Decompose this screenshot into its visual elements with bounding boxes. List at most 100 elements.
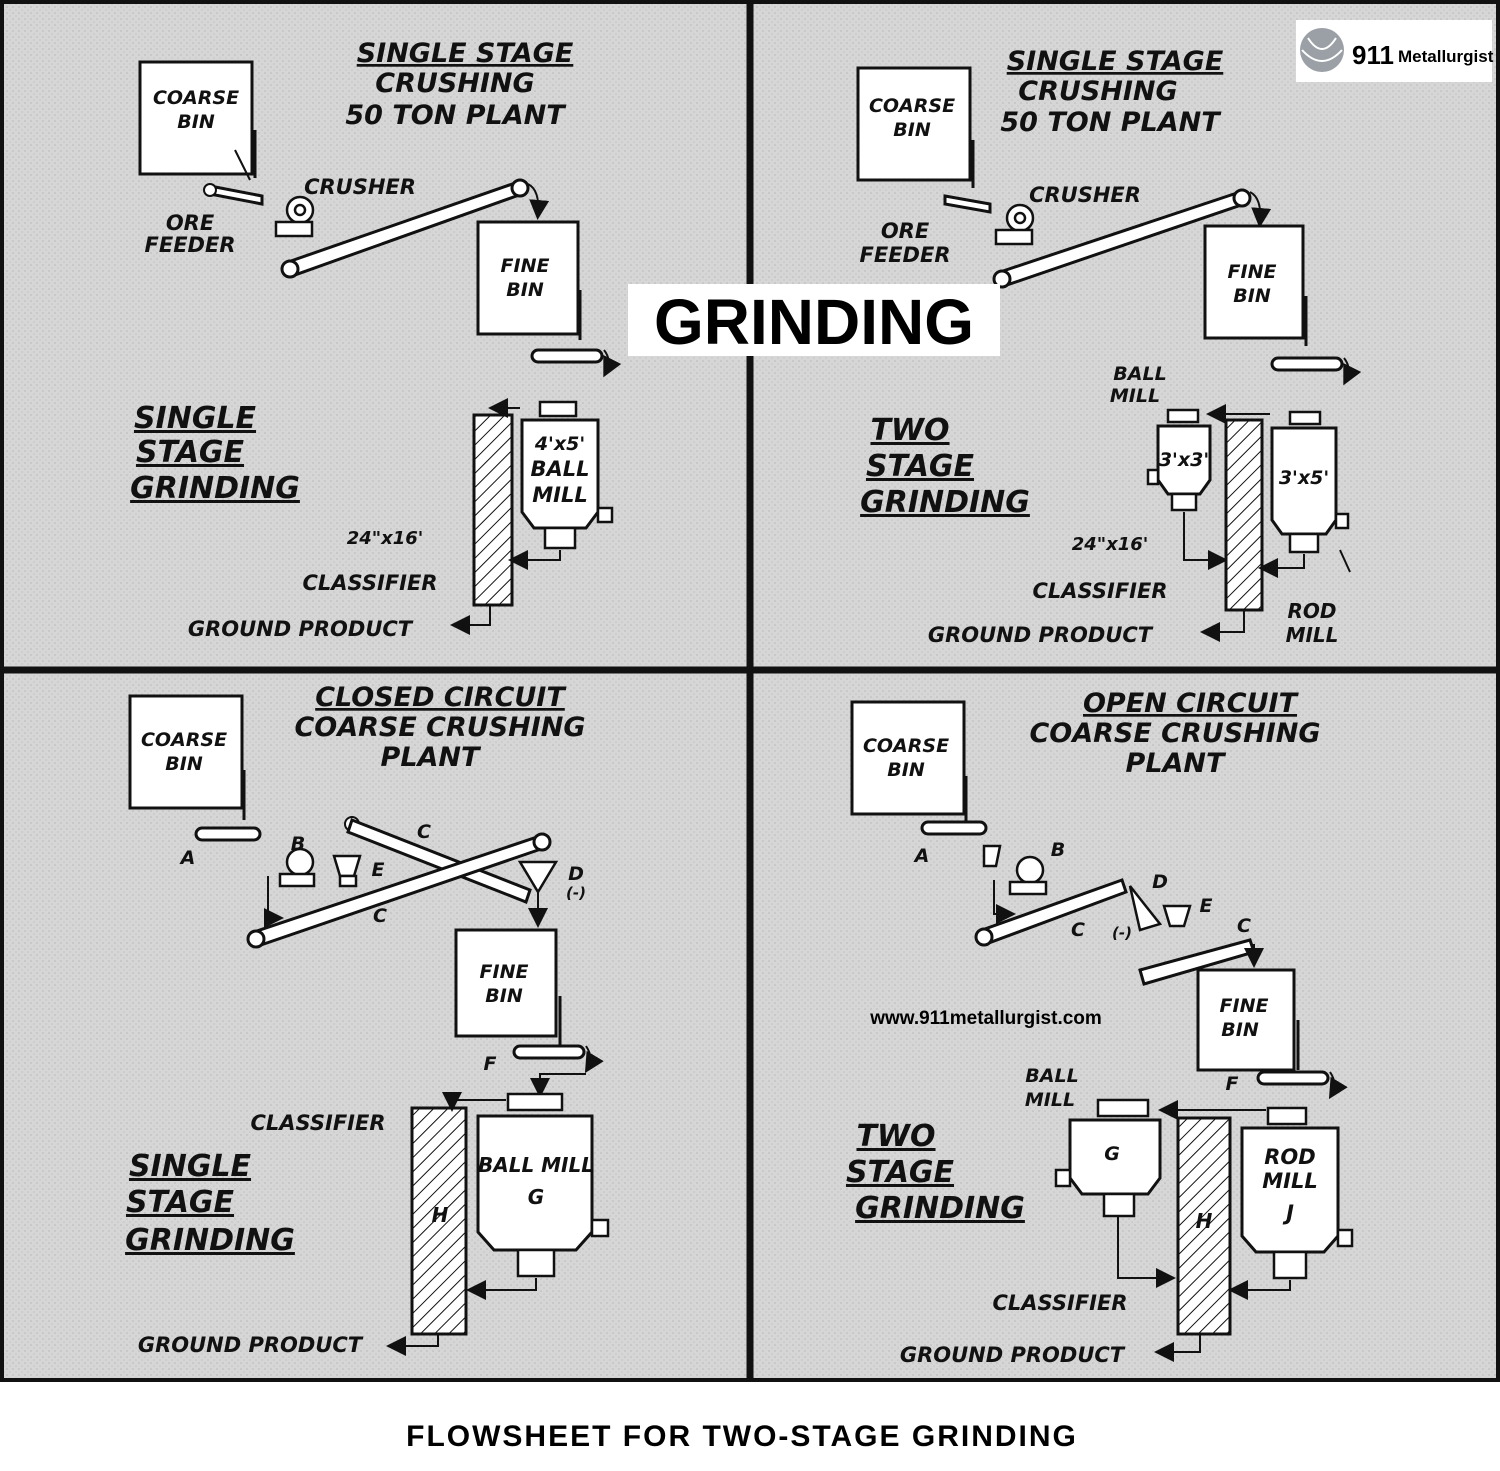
crusher: CRUSHER <box>274 175 416 238</box>
svg-text:CLASSIFIER: CLASSIFIER <box>1032 579 1167 603</box>
website: www.911metallurgist.com <box>869 1008 1102 1029</box>
svg-text:50 TON PLANT: 50 TON PLANT <box>1000 107 1222 138</box>
svg-text:SINGLE: SINGLE <box>129 1149 252 1184</box>
svg-text:SINGLE STAGE: SINGLE STAGE <box>357 38 574 69</box>
svg-text:BIN: BIN <box>177 111 215 133</box>
svg-text:TWO: TWO <box>856 1119 935 1154</box>
svg-text:4'x5': 4'x5' <box>534 433 585 455</box>
svg-text:Metallurgist: Metallurgist <box>1398 47 1494 66</box>
svg-text:GROUND PRODUCT: GROUND PRODUCT <box>928 623 1154 647</box>
grinding-title: TWO STAGE GRINDING <box>860 413 1030 520</box>
svg-text:www.911metallurgist.com: www.911metallurgist.com <box>869 1008 1102 1029</box>
svg-text:3'x3': 3'x3' <box>1159 449 1209 471</box>
svg-text:B: B <box>291 833 305 855</box>
ball-mill-label: BALL MILL <box>1025 1065 1079 1111</box>
conveyor-belt <box>992 188 1272 289</box>
svg-text:COARSE: COARSE <box>141 729 227 751</box>
svg-text:FINE: FINE <box>480 961 529 983</box>
ball-mill-label: BALL MILL <box>1110 363 1167 407</box>
svg-text:MILL: MILL <box>532 483 587 507</box>
svg-text:MILL: MILL <box>1025 1089 1075 1111</box>
svg-text:CRUSHING: CRUSHING <box>375 68 534 99</box>
classifier: 24"x16' CLASSIFIER GROUND PRODUCT <box>928 418 1264 647</box>
svg-text:BALL: BALL <box>1025 1065 1078 1087</box>
svg-text:BIN: BIN <box>506 279 544 301</box>
svg-text:BALL: BALL <box>530 457 589 481</box>
svg-text:FLOWSHEET FOR TWO-STAGE GRINDI: FLOWSHEET FOR TWO-STAGE GRINDING <box>406 1420 1078 1453</box>
svg-text:GROUND PRODUCT: GROUND PRODUCT <box>188 617 414 641</box>
svg-text:BIN: BIN <box>485 985 523 1007</box>
svg-text:D: D <box>1152 871 1168 893</box>
svg-text:GRINDING: GRINDING <box>654 286 974 358</box>
svg-text:GROUND PRODUCT: GROUND PRODUCT <box>900 1343 1126 1367</box>
svg-text:C: C <box>1237 915 1251 937</box>
svg-text:ROD: ROD <box>1287 599 1336 623</box>
svg-text:F: F <box>484 1053 497 1075</box>
ore-feeder: ORE FEEDER <box>145 183 264 257</box>
svg-text:GROUND PRODUCT: GROUND PRODUCT <box>138 1333 364 1357</box>
coarse-bin: COARSE BIN <box>856 66 975 188</box>
svg-text:G: G <box>1104 1143 1120 1165</box>
svg-text:BIN: BIN <box>165 753 203 775</box>
figure-caption: FLOWSHEET FOR TWO-STAGE GRINDING <box>406 1420 1078 1453</box>
panel-top-right: 911 Metallurgist SINGLE STAGE CRUSHING 5… <box>856 20 1494 647</box>
svg-text:24"x16': 24"x16' <box>347 528 424 549</box>
fine-bin: FINE BIN <box>1203 224 1362 386</box>
svg-text:FEEDER: FEEDER <box>860 243 951 267</box>
svg-text:E: E <box>1200 895 1213 917</box>
coarse-bin: COARSE BIN A <box>128 694 262 869</box>
plant-title: CLOSED CIRCUIT COARSE CRUSHING PLANT <box>294 682 585 773</box>
conveyors: C D (-) E C <box>974 871 1264 986</box>
svg-text:F: F <box>1226 1073 1239 1095</box>
ball-mill: BALL MILL G <box>442 1092 610 1300</box>
svg-text:(-): (-) <box>566 884 586 902</box>
svg-text:ORE: ORE <box>881 219 930 243</box>
svg-text:911: 911 <box>1352 40 1394 70</box>
svg-text:STAGE: STAGE <box>866 449 975 484</box>
svg-text:B: B <box>1051 839 1065 861</box>
classifier: 24"x16' CLASSIFIER GROUND PRODUCT <box>188 413 514 641</box>
ball-mill: 3'x3' <box>1146 408 1228 570</box>
svg-text:C: C <box>1071 919 1085 941</box>
grinding-title: TWO STAGE GRINDING <box>846 1119 1025 1226</box>
svg-text:PLANT: PLANT <box>381 742 482 773</box>
svg-text:OPEN CIRCUIT: OPEN CIRCUIT <box>1083 688 1300 719</box>
ball-mill: G <box>1054 1098 1176 1288</box>
rod-mill: ROD MILL J <box>1158 1100 1354 1300</box>
svg-text:CLOSED CIRCUIT: CLOSED CIRCUIT <box>315 682 567 713</box>
svg-text:COARSE: COARSE <box>863 735 949 757</box>
svg-text:MILL: MILL <box>1262 1169 1317 1193</box>
plant-title: SINGLE STAGE CRUSHING 50 TON PLANT <box>345 38 573 131</box>
svg-text:CRUSHER: CRUSHER <box>304 175 416 199</box>
center-title: GRINDING <box>628 284 1000 358</box>
fine-bin: FINE BIN F <box>454 928 604 1098</box>
svg-text:ROD: ROD <box>1264 1145 1315 1169</box>
svg-text:GRINDING: GRINDING <box>855 1191 1025 1226</box>
crusher: CRUSHER <box>994 183 1141 246</box>
svg-text:BALL: BALL <box>1113 363 1166 385</box>
svg-text:CLASSIFIER: CLASSIFIER <box>250 1111 385 1135</box>
coarse-bin: COARSE BIN <box>138 60 257 181</box>
svg-text:COARSE CRUSHING: COARSE CRUSHING <box>1029 718 1320 749</box>
svg-text:FINE: FINE <box>501 255 550 277</box>
panel-top-left: SINGLE STAGE CRUSHING 50 TON PLANT COARS… <box>130 38 622 641</box>
svg-text:CRUSHING: CRUSHING <box>1018 76 1177 107</box>
svg-text:(-): (-) <box>1112 924 1132 942</box>
svg-text:FINE: FINE <box>1228 261 1277 283</box>
conveyors-crossing: C C D (-) <box>246 818 586 949</box>
svg-text:COARSE: COARSE <box>153 87 239 109</box>
conveyor-belt <box>280 178 550 279</box>
panel-bottom-left: CLOSED CIRCUIT COARSE CRUSHING PLANT COA… <box>125 682 610 1357</box>
svg-text:SINGLE: SINGLE <box>134 401 257 436</box>
rod-mill: 3'x5' ROD MILL <box>1206 404 1351 647</box>
svg-text:MILL: MILL <box>1110 385 1160 407</box>
logo: 911 Metallurgist <box>1296 20 1494 82</box>
svg-text:A: A <box>179 847 196 869</box>
svg-text:BIN: BIN <box>893 119 931 141</box>
fine-bin: FINE BIN F <box>1196 968 1348 1100</box>
svg-text:GRINDING: GRINDING <box>125 1223 295 1258</box>
svg-text:CLASSIFIER: CLASSIFIER <box>992 1291 1127 1315</box>
ore-feeder: ORE FEEDER <box>860 194 992 267</box>
svg-text:SINGLE STAGE: SINGLE STAGE <box>1007 46 1224 77</box>
svg-text:C: C <box>417 821 431 843</box>
